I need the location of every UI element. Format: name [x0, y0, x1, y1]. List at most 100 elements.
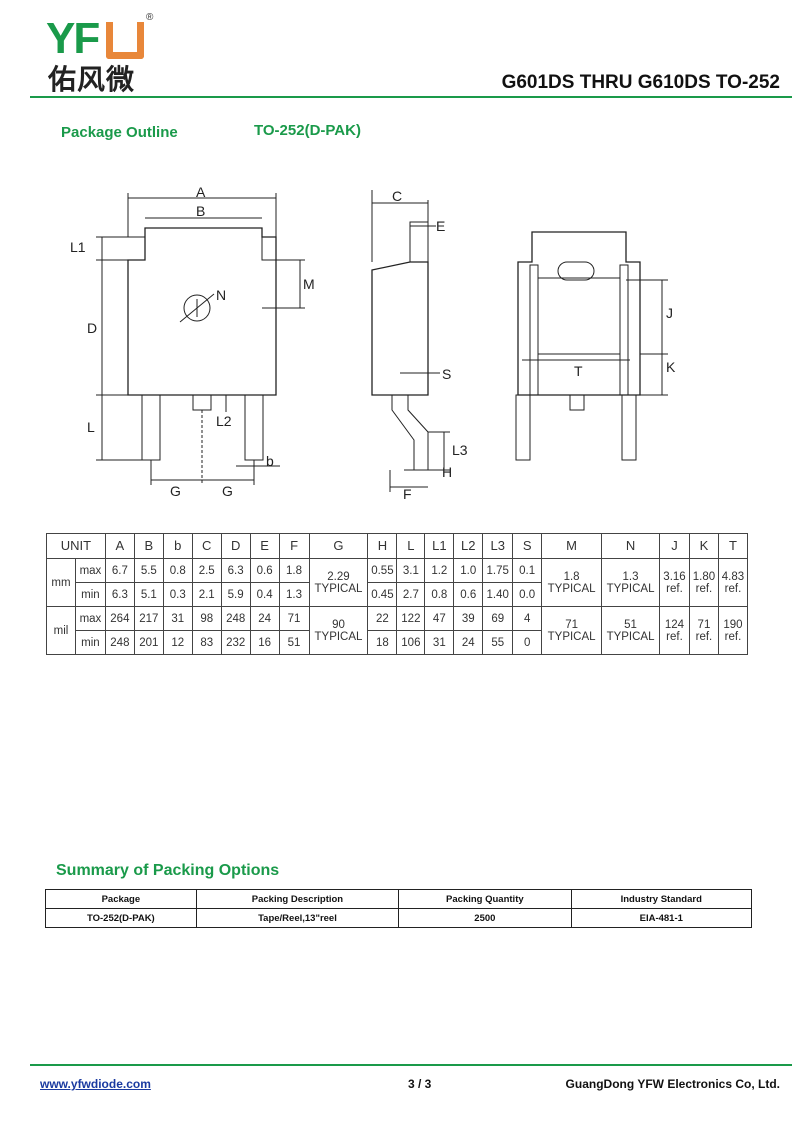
footer-divider [30, 1064, 792, 1066]
header-l2: L2 [453, 533, 484, 559]
page-number: 3 / 3 [408, 1077, 432, 1091]
cell-l2: 24 [453, 630, 484, 655]
cell-b: 201 [133, 630, 164, 655]
packing-header: Packing Description [195, 889, 400, 909]
cell-l1: 31 [424, 630, 455, 655]
cell-a: 264 [104, 606, 135, 631]
merged-line: ref. [695, 582, 713, 595]
header-b: B [133, 533, 164, 559]
dim-label-l2: L2 [216, 413, 232, 429]
merged-line: 51 [624, 618, 637, 631]
cell-a: 6.7 [104, 558, 135, 583]
logo-registered: ® [146, 12, 154, 23]
cell-l2: 1.0 [453, 558, 484, 583]
cell-l2: 39 [453, 606, 484, 631]
header-h: H [367, 533, 398, 559]
cell-l3: 1.40 [482, 582, 514, 607]
logo-chinese: 佑风微 [48, 64, 136, 95]
unit-mm: mm [46, 558, 76, 607]
cell-a: 6.3 [104, 582, 135, 607]
header-l1: L1 [424, 533, 455, 559]
dim-label-g2: G [222, 483, 233, 499]
cell-f: 51 [278, 630, 310, 655]
cell-d: 6.3 [220, 558, 251, 583]
cell-c: 2.5 [191, 558, 222, 583]
cell-l3: 55 [482, 630, 514, 655]
dim-label-k: K [666, 359, 676, 375]
limit-min: min [74, 582, 106, 607]
header-a: A [104, 533, 135, 559]
cell-e: 0.4 [249, 582, 280, 607]
dim-label-l3: L3 [452, 442, 468, 458]
section-title-packing: Summary of Packing Options [56, 862, 280, 879]
merged-line: 1.3 [622, 570, 639, 583]
cell-l3: 69 [482, 606, 514, 631]
header-s: S [512, 533, 543, 559]
merged-line: 71 [565, 618, 578, 631]
cell-f: 1.3 [278, 582, 310, 607]
cell-h: 18 [367, 630, 398, 655]
cell-e: 24 [249, 606, 280, 631]
dim-label-e: E [436, 218, 445, 234]
packing-header: Packing Quantity [398, 889, 572, 909]
section-title-package-outline: Package Outline [61, 124, 178, 141]
cell-d: 232 [220, 630, 251, 655]
dim-label-c: C [392, 188, 402, 204]
dim-label-h: H [442, 464, 452, 480]
dim-label-j: J [666, 305, 673, 321]
cell-h: 0.45 [367, 582, 398, 607]
header-m: M [541, 533, 603, 559]
header-e: E [249, 533, 280, 559]
cell-e: 16 [249, 630, 280, 655]
merged-line: TYPICAL [314, 582, 363, 595]
merged-line: ref. [724, 582, 742, 595]
back-view: J K T [515, 231, 676, 461]
header-n: N [601, 533, 661, 559]
packing-cell: TO-252(D-PAK) [45, 908, 197, 928]
cell-f: 1.8 [278, 558, 310, 583]
header-g: G [308, 533, 369, 559]
website-link[interactable]: www.yfwdiode.com [40, 1077, 151, 1091]
package-name: TO-252(D-PAK) [254, 122, 361, 139]
merged-line: 71 [697, 618, 711, 631]
logo-letters: YF [46, 14, 100, 63]
dim-label-b: B [196, 203, 205, 219]
dim-label-l1: L1 [70, 239, 86, 255]
cell-d: 248 [220, 606, 251, 631]
merged-line: 1.80 [692, 570, 716, 583]
cell-b: 12 [162, 630, 193, 655]
dim-label-m: M [303, 276, 315, 292]
dim-label-n: N [216, 287, 226, 303]
cell-s: 0 [512, 630, 543, 655]
header-l: L [396, 533, 426, 559]
company-name: GuangDong YFW Electronics Co, Ltd. [565, 1077, 780, 1091]
dim-label-a: A [196, 184, 206, 200]
merged-line: 3.16 [663, 570, 686, 583]
cell-b: 0.3 [162, 582, 193, 607]
dim-label-d: D [87, 320, 97, 336]
packing-header: Package [45, 889, 197, 909]
cell-l1: 1.2 [424, 558, 455, 583]
cell-s: 0.0 [512, 582, 543, 607]
unit-mil: mil [46, 606, 76, 655]
packing-header: Industry Standard [570, 889, 753, 909]
page-title: G601DS THRU G610DS TO-252 [501, 72, 780, 93]
cell-d: 5.9 [220, 582, 251, 607]
cell-s: 4 [512, 606, 543, 631]
header-j: J [659, 533, 690, 559]
header-b: b [162, 533, 193, 559]
